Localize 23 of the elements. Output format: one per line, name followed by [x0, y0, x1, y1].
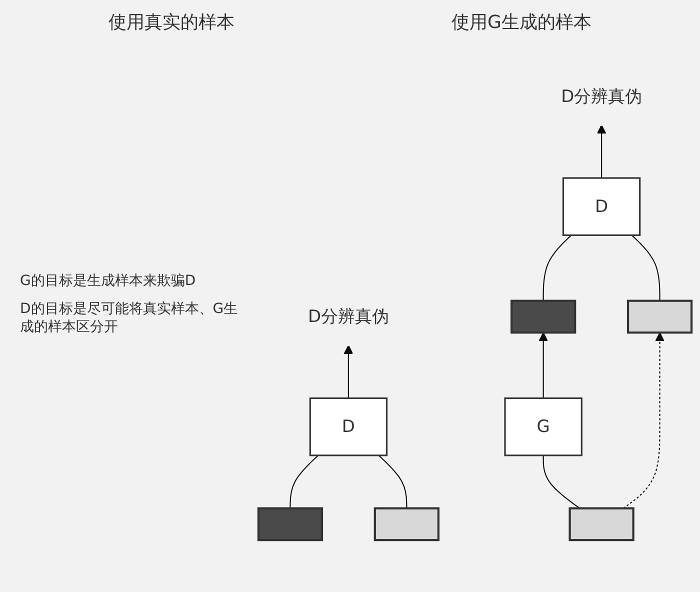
- node-box: [257, 507, 324, 542]
- arrow: [596, 124, 606, 178]
- connector: [290, 455, 319, 508]
- node-box: [568, 507, 634, 542]
- note-text: D的目标是尽可能将真实样本、G生成的样本区分开: [20, 300, 239, 336]
- note-text: G的目标是生成样本来欺骗D: [20, 272, 197, 290]
- node-text: D分辨真伪: [308, 306, 389, 326]
- connector: [542, 455, 580, 509]
- node-box: [374, 507, 440, 542]
- connector: [631, 234, 660, 301]
- arrow: [344, 344, 354, 398]
- connector: [378, 455, 408, 508]
- node-box: D: [309, 397, 388, 456]
- node-box: [626, 300, 693, 334]
- node-box: G: [504, 397, 582, 456]
- arrow: [538, 332, 548, 398]
- node-text: D分辨真伪: [561, 86, 642, 106]
- connector: [542, 234, 572, 301]
- node-box: [510, 300, 576, 334]
- node-box: D: [562, 177, 641, 236]
- arrow: [623, 332, 664, 509]
- panel-title: 使用G生成的样本: [452, 11, 592, 34]
- panel-title: 使用真实的样本: [108, 11, 234, 34]
